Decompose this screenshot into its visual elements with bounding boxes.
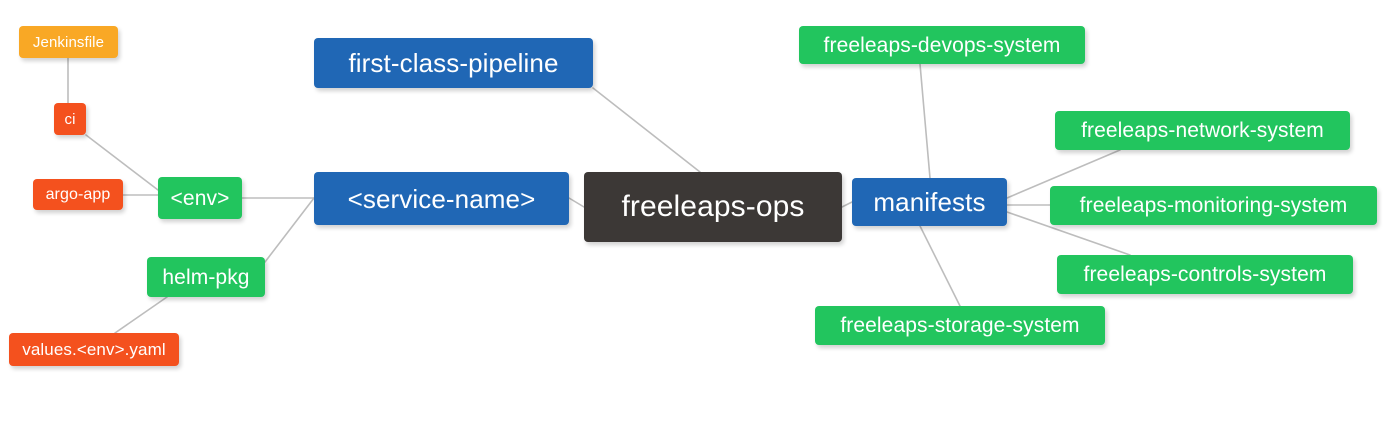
mindmap-node-label: freeleaps-storage-system [840, 314, 1080, 337]
mindmap-node-label: ci [64, 110, 76, 128]
mindmap-node-label: freeleaps-monitoring-system [1079, 194, 1348, 217]
mindmap-node-label: argo-app [45, 185, 111, 203]
mindmap-node-freeleaps-monitoring-system[interactable]: freeleaps-monitoring-system [1050, 186, 1377, 225]
mindmap-node-label: first-class-pipeline [348, 48, 559, 78]
mindmap-node-label: freeleaps-devops-system [823, 33, 1061, 57]
mindmap-node-service-name[interactable]: <service-name> [314, 172, 569, 225]
mindmap-node-helm-pkg[interactable]: helm-pkg [147, 257, 265, 297]
mindmap-node-label: values.<env>.yaml [22, 340, 166, 359]
mindmap-node-label: manifests [873, 187, 986, 217]
mindmap-node-freeleaps-ops[interactable]: freeleaps-ops [584, 172, 842, 242]
mindmap-edge [568, 197, 585, 208]
mindmap-node-label: freeleaps-ops [621, 190, 805, 223]
mindmap-node-label: helm-pkg [162, 265, 250, 289]
mindmap-node-freeleaps-controls-system[interactable]: freeleaps-controls-system [1057, 255, 1353, 294]
mindmap-node-jenkinsfile[interactable]: Jenkinsfile [19, 26, 118, 58]
mindmap-edge [114, 296, 168, 334]
mindmap-node-argo-app[interactable]: argo-app [33, 179, 123, 210]
mindmap-edge [919, 225, 961, 307]
mindmap-node-freeleaps-storage-system[interactable]: freeleaps-storage-system [815, 306, 1105, 345]
mindmap-node-freeleaps-devops-system[interactable]: freeleaps-devops-system [799, 26, 1085, 64]
mindmap-node-values-env-yaml[interactable]: values.<env>.yaml [9, 333, 179, 366]
mindmap-node-env[interactable]: <env> [158, 177, 242, 219]
mindmap-node-label: freeleaps-controls-system [1083, 263, 1327, 286]
mindmap-edge [592, 87, 701, 173]
mindmap-node-freeleaps-network-system[interactable]: freeleaps-network-system [1055, 111, 1350, 150]
mindmap-edge [841, 201, 853, 208]
mindmap-node-label: <service-name> [347, 183, 536, 214]
mindmap-node-manifests[interactable]: manifests [852, 178, 1007, 226]
mindmap-node-label: freeleaps-network-system [1081, 119, 1324, 142]
mindmap-node-label: <env> [170, 186, 230, 210]
mindmap-node-first-class-pipeline[interactable]: first-class-pipeline [314, 38, 593, 88]
mindmap-edge [919, 63, 931, 179]
mindmap-edge [264, 197, 315, 263]
mindmap-node-ci[interactable]: ci [54, 103, 86, 135]
mindmap-node-label: Jenkinsfile [32, 33, 105, 51]
